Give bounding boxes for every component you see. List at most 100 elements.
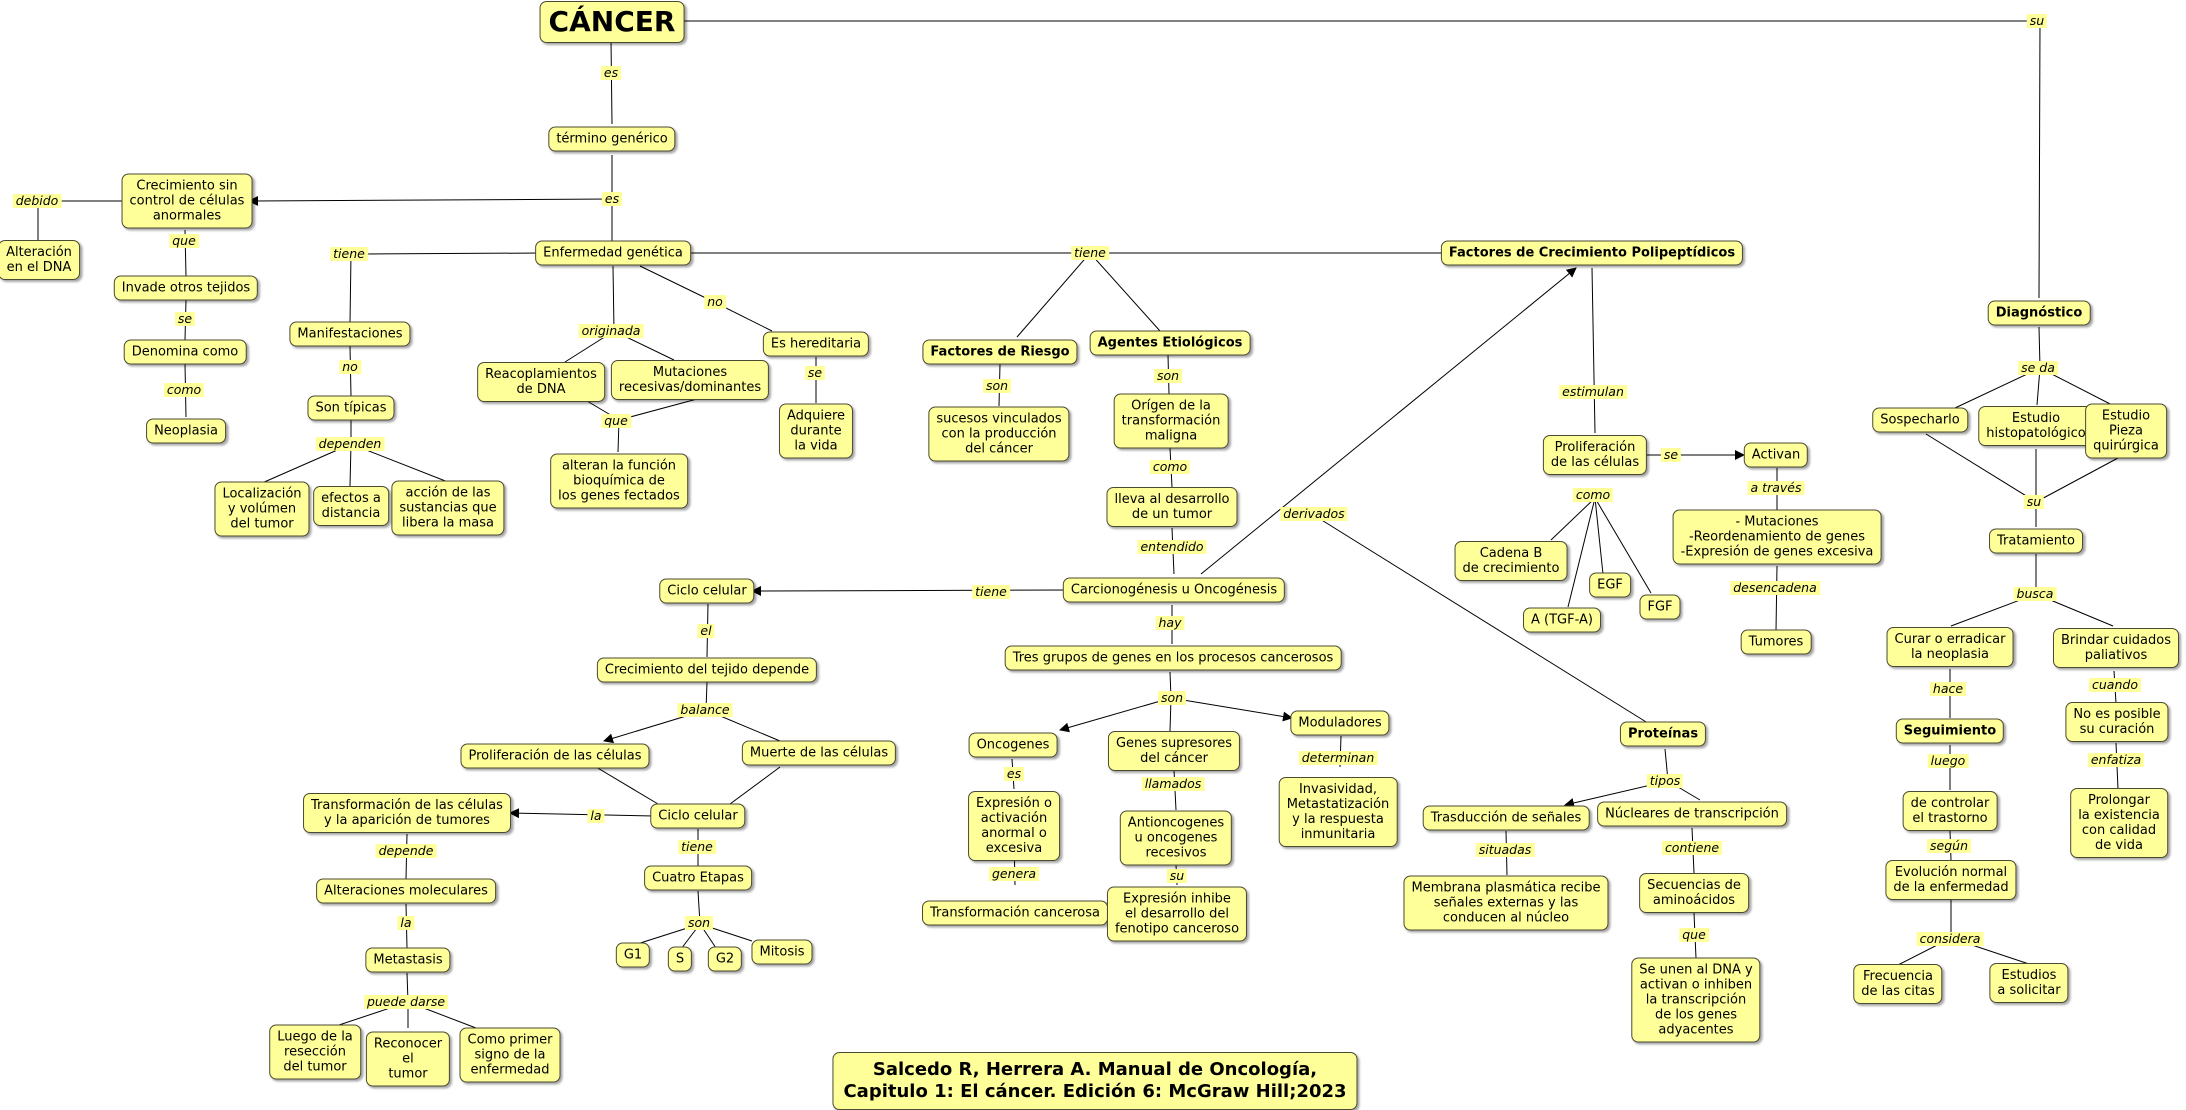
node-brindar-cuidados[interactable]: Brindar cuidados paliativos (2052, 628, 2180, 668)
node-accion-sustancias[interactable]: acción de las sustancias que libera la m… (391, 480, 505, 536)
node-evolucion-normal[interactable]: Evolución normal de la enfermedad (1885, 860, 2017, 900)
node-egf[interactable]: EGF (1589, 572, 1631, 598)
link-label: la (397, 916, 415, 930)
link-label: como (1572, 488, 1614, 502)
link-label: su (2023, 495, 2045, 509)
node-mutaciones-recesivas[interactable]: Mutaciones recesivas/dominantes (610, 360, 770, 400)
node-son-tipicas[interactable]: Son típicas (307, 395, 395, 421)
link-label: tiene (678, 840, 716, 854)
node-manifestaciones[interactable]: Manifestaciones (289, 321, 411, 347)
node-factores-crecimiento[interactable]: Factores de Crecimiento Polipeptídicos (1440, 240, 1744, 266)
node-antioncogenes[interactable]: Antioncogenes u oncogenes recesivos (1119, 810, 1233, 866)
node-proteinas[interactable]: Proteínas (1619, 721, 1707, 747)
node-alteraciones-moleculares[interactable]: Alteraciones moleculares (316, 878, 496, 904)
node-sospecharlo[interactable]: Sospecharlo (1872, 407, 1968, 433)
node-oncogenes[interactable]: Oncogenes (968, 732, 1058, 758)
node-ciclo-celular[interactable]: Ciclo celular (659, 578, 755, 604)
node-expresion-inhibe[interactable]: Expresión inhibe el desarrollo del fenot… (1106, 886, 1248, 942)
node-agentes-etiologicos[interactable]: Agentes Etiológicos (1089, 330, 1251, 356)
node-se-unen-dna[interactable]: Se unen al DNA y activan o inhiben la tr… (1631, 957, 1761, 1043)
node-transformacion-cancerosa[interactable]: Transformación cancerosa (922, 900, 1108, 926)
node-ciclo-celular-2[interactable]: Ciclo celular (650, 803, 746, 829)
node-muerte-celulas[interactable]: Muerte de las células (741, 740, 897, 766)
node-estudios-solicitar[interactable]: Estudios a solicitar (1989, 963, 2069, 1003)
node-crecimiento-tejido[interactable]: Crecimiento del tejido depende (596, 657, 818, 683)
node-tumores[interactable]: Tumores (1740, 629, 1812, 655)
node-frecuencia-citas[interactable]: Frecuencia de las citas (1853, 964, 1943, 1004)
node-reacoplamientos-dna[interactable]: Reacoplamientos de DNA (477, 362, 605, 402)
node-cancer[interactable]: CÁNCER (539, 1, 685, 43)
node-proliferacion-celulas-ciclo[interactable]: Proliferación de las células (460, 743, 650, 769)
citation-box: Salcedo R, Herrera A. Manual de Oncologí… (832, 1052, 1358, 1110)
node-estudio-histopatologico[interactable]: Estudio histopatológico (1978, 406, 2094, 446)
node-trasduccion-senales[interactable]: Trasducción de señales (1422, 805, 1590, 831)
link-label: luego (1927, 754, 1969, 768)
node-termino-generico[interactable]: término genérico (548, 126, 676, 152)
link-label: entendido (1137, 540, 1207, 554)
node-invade-tejidos[interactable]: Invade otros tejidos (113, 275, 259, 301)
node-membrana-plasmatica[interactable]: Membrana plasmática recibe señales exter… (1403, 875, 1609, 931)
node-controlar-trastorno[interactable]: de controlar el trastorno (1902, 791, 1998, 831)
link-label: su (2026, 14, 2048, 28)
node-proliferacion-celulas[interactable]: Proliferación de las células (1542, 435, 1648, 475)
node-factores-riesgo[interactable]: Factores de Riesgo (922, 339, 1078, 365)
node-invasividad[interactable]: Invasividad, Metastatización y la respue… (1278, 777, 1398, 847)
node-sucesos-vinculados[interactable]: sucesos vinculados con la producción del… (928, 406, 1070, 462)
link-label: hay (1155, 616, 1185, 630)
node-cuatro-etapas[interactable]: Cuatro Etapas (644, 865, 752, 891)
node-efectos-distancia[interactable]: efectos a distancia (313, 486, 389, 526)
node-genes-supresores[interactable]: Genes supresores del cáncer (1107, 731, 1241, 771)
link-label: es (600, 66, 622, 80)
node-lleva-desarrollo-tumor[interactable]: lleva al desarrollo de un tumor (1106, 487, 1238, 527)
node-origen-transformacion[interactable]: Orígen de la transformación maligna (1113, 393, 1229, 449)
node-reconocer-tumor[interactable]: Reconocer el tumor (365, 1031, 451, 1087)
link-label: busca (2013, 587, 2057, 601)
link-label: determinan (1298, 751, 1378, 765)
node-luego-reseccion[interactable]: Luego de la resección del tumor (269, 1024, 361, 1080)
node-mutaciones-lista[interactable]: - Mutaciones -Reordenamiento de genes -E… (1672, 509, 1882, 565)
node-crecimiento-sin-control[interactable]: Crecimiento sin control de células anorm… (121, 173, 253, 229)
link-label: se (804, 366, 826, 380)
node-es-hereditaria[interactable]: Es hereditaria (762, 331, 870, 357)
link-label: se da (2018, 361, 2058, 375)
node-curar-erradicar[interactable]: Curar o erradicar la neoplasia (1886, 627, 2014, 667)
node-expresion-activacion[interactable]: Expresión o activación anormal o excesiv… (968, 791, 1060, 861)
node-denomina-como[interactable]: Denomina como (123, 339, 247, 365)
node-no-es-posible[interactable]: No es posible su curación (2065, 702, 2169, 742)
node-tres-grupos-genes[interactable]: Tres grupos de genes en los procesos can… (1004, 645, 1342, 671)
link-label: como (1149, 460, 1191, 474)
node-adquiere-vida[interactable]: Adquiere durante la vida (778, 403, 854, 459)
link-label: la (587, 809, 605, 823)
node-mitosis[interactable]: Mitosis (751, 939, 813, 965)
link-label: originada (578, 324, 644, 338)
link-label: contiene (1661, 841, 1723, 855)
node-fgf[interactable]: FGF (1639, 594, 1681, 620)
node-primer-signo[interactable]: Como primer signo de la enfermedad (459, 1027, 561, 1083)
node-alteracion-dna[interactable]: Alteración en el DNA (0, 240, 80, 280)
node-transformacion-tumores[interactable]: Transformación de las células y la apari… (303, 793, 511, 833)
node-neoplasia[interactable]: Neoplasia (146, 418, 226, 444)
node-metastasis[interactable]: Metastasis (365, 947, 451, 973)
node-tratamiento[interactable]: Tratamiento (1989, 528, 2083, 554)
node-nucleares-transcripcion[interactable]: Núcleares de transcripción (1597, 801, 1787, 827)
node-activan[interactable]: Activan (1743, 442, 1809, 468)
node-estudio-pieza[interactable]: Estudio Pieza quirúrgica (2085, 403, 2167, 459)
node-s[interactable]: S (667, 946, 693, 972)
link-label: hace (1929, 682, 1967, 696)
node-alteran-funcion[interactable]: alteran la función bioquímica de los gen… (550, 453, 688, 509)
node-carcionogenesis[interactable]: Carcionogénesis u Oncogénesis (1062, 577, 1286, 603)
node-diagnostico[interactable]: Diagnóstico (1987, 300, 2091, 326)
node-cadena-b[interactable]: Cadena B de crecimiento (1454, 541, 1568, 581)
node-moduladores[interactable]: Moduladores (1290, 710, 1390, 736)
node-enfermedad-genetica[interactable]: Enfermedad genética (535, 240, 691, 266)
node-g2[interactable]: G2 (707, 946, 743, 972)
link-label: son (1153, 369, 1183, 383)
link-label: son (684, 916, 714, 930)
node-seguimiento[interactable]: Seguimiento (1895, 718, 2005, 744)
node-secuencias-aminoacidos[interactable]: Secuencias de aminoácidos (1639, 873, 1749, 913)
node-localizacion-volumen[interactable]: Localización y volúmen del tumor (214, 481, 310, 537)
node-g1[interactable]: G1 (615, 942, 651, 968)
node-prolongar-existencia[interactable]: Prolongar la existencia con calidad de v… (2070, 788, 2168, 858)
node-tgf-a[interactable]: A (TGF-A) (1523, 607, 1601, 633)
link-label: son (1157, 691, 1187, 705)
